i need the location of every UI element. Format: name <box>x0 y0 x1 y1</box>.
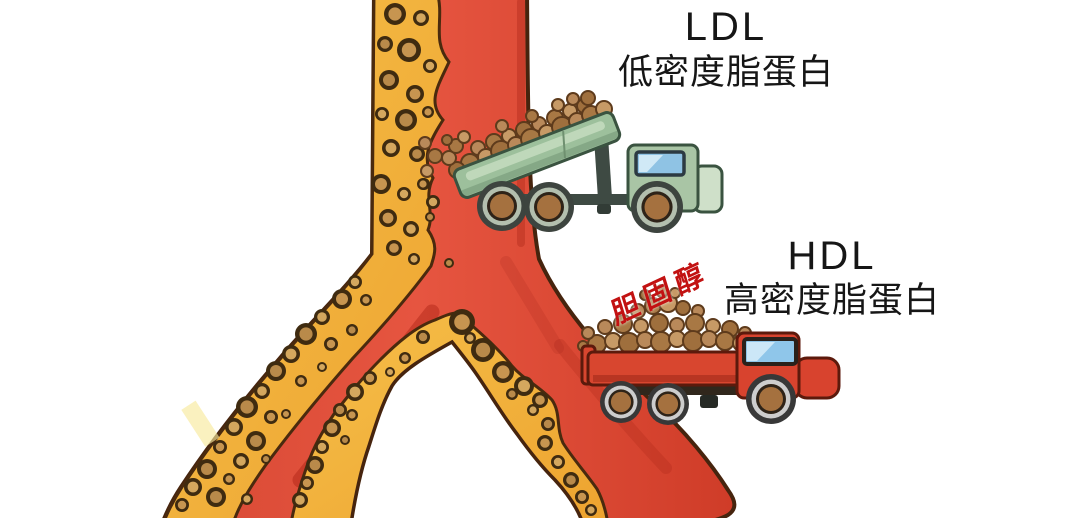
branch-gap <box>350 339 583 518</box>
ldl-truck <box>441 90 724 233</box>
hdl-truck-bed <box>580 344 768 387</box>
ldl-abbr-label: LDL <box>684 5 768 49</box>
hdl-truck-wheels <box>600 374 796 425</box>
hdl-truck-hood <box>793 356 841 400</box>
ldl-truck-wheels <box>477 181 683 233</box>
plaque-deposit-rings <box>175 3 597 516</box>
watermark-mark <box>181 400 220 447</box>
ldl-truck-window <box>634 150 686 177</box>
hdl-abbr-label: HDL <box>787 234 877 278</box>
hdl-truck-hitch <box>700 395 718 408</box>
hdl-truck-window <box>742 337 798 366</box>
ldl-name-label: 低密度脂蛋白 <box>617 53 834 92</box>
loose-deposit-rings <box>417 178 454 268</box>
ldl-truck-bed <box>452 111 622 199</box>
ldl-truck-load <box>441 90 613 179</box>
ldl-truck-lift-arm <box>594 136 612 199</box>
hdl-name-label: 高密度脂蛋白 <box>723 281 940 320</box>
hdl-truck <box>577 284 841 425</box>
artery <box>162 0 737 518</box>
ldl-truck-hitch <box>597 204 611 214</box>
